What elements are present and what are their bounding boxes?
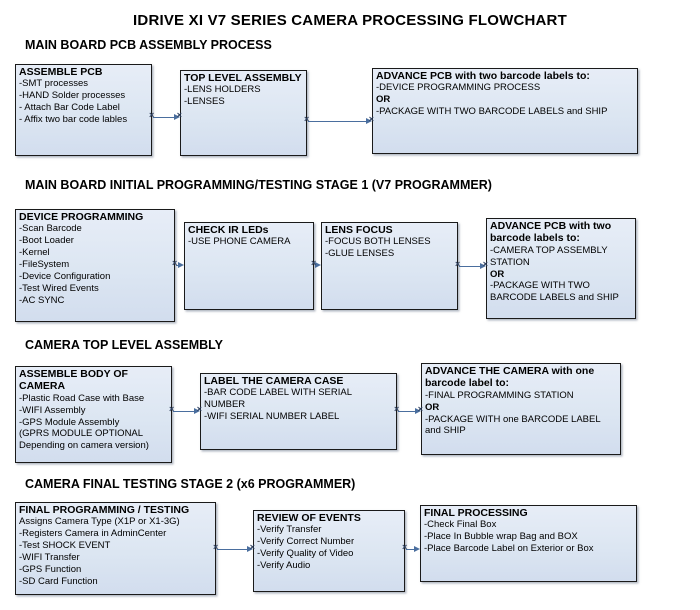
box-line: -Verify Quality of Video [257,548,354,560]
section-heading-pcb-assembly: MAIN BOARD PCB ASSEMBLY PROCESS [25,38,272,52]
connector-arrow [216,545,253,554]
box-lines: -BAR CODE LABEL WITH SERIAL NUMBER-WIFI … [204,387,393,423]
flow-box-review-of-events: REVIEW OF EVENTS -Verify Transfer-Verify… [253,510,405,592]
box-lines: -USE PHONE CAMERA [188,236,310,248]
box-title: FINAL PROGRAMMING / TESTING [19,504,190,516]
box-line: -Scan Barcode [19,223,82,235]
flow-box-final-processing: FINAL PROCESSING -Check Final Box-Place … [420,505,637,582]
box-line: -USE PHONE CAMERA [188,236,291,248]
box-line: -FileSystem [19,259,70,270]
box-line: -FOCUS BOTH LENSES [325,236,431,248]
box-title: ADVANCE PCB with two barcode labels to: [490,220,612,245]
box-title: ASSEMBLE BODY OF CAMERA [19,368,128,393]
box-line: -AC SYNC [19,294,65,306]
box-line: Depending on camera version) [19,440,149,452]
box-line: -Verify Audio [257,560,311,571]
connector-arrow [175,261,184,270]
box-line: -LENS HOLDERS [184,84,261,96]
connector-arrow [172,407,200,416]
box-line: -LENSES [184,96,225,108]
box-title: ASSEMBLE PCB [19,66,103,78]
box-line: -Boot Loader [19,235,74,247]
flow-box-check-ir-leds: CHECK IR LEDs -USE PHONE CAMERA [184,222,314,310]
connector-arrow [307,117,372,126]
box-title: TOP LEVEL ASSEMBLY [184,72,302,84]
box-line: -WIFI Transfer [19,552,80,563]
flowchart-title: IDRIVE XI V7 SERIES CAMERA PROCESSING FL… [133,12,567,29]
box-title: REVIEW OF EVENTS [257,512,361,524]
box-line: (GPRS MODULE OPTIONAL [19,428,144,440]
box-line: -CAMERA TOP ASSEMBLY STATION [490,244,608,268]
flow-box-advance-pcb-stage1: ADVANCE PCB with two barcode labels to: … [486,218,636,319]
flow-box-lens-focus: LENS FOCUS -FOCUS BOTH LENSES-GLUE LENSE… [321,222,458,310]
box-lines: -SMT processes-HAND Solder processes- At… [19,78,148,126]
box-lines: Assigns Camera Type (X1P or X1-3G)-Regis… [19,516,212,587]
box-line: OR [376,94,391,106]
box-line: -Verify Correct Number [257,536,355,548]
box-line: -WIFI Assembly [19,404,86,416]
box-line: -Place Barcode Label on Exterior or Box [424,543,594,555]
flow-box-assemble-body: ASSEMBLE BODY OF CAMERA -Plastic Road Ca… [15,366,172,463]
flow-box-final-programming-testing: FINAL PROGRAMMING / TESTING Assigns Came… [15,502,216,595]
flow-box-top-level-assembly: TOP LEVEL ASSEMBLY -LENS HOLDERS-LENSES [180,70,307,156]
box-title: DEVICE PROGRAMMING [19,211,144,223]
connector-arrow [314,261,321,270]
connector-arrow [405,545,420,554]
box-line: OR [490,268,505,280]
box-lines: -FOCUS BOTH LENSES-GLUE LENSES [325,236,454,260]
section-heading-camera-top-assembly: CAMERA TOP LEVEL ASSEMBLY [25,338,223,352]
box-title: CHECK IR LEDs [188,224,269,236]
connector-arrow [458,262,486,271]
box-line: Assigns Camera Type (X1P or X1-3G) [19,516,180,528]
box-line: - Attach Bar Code Label [19,102,120,114]
box-line: -Verify Transfer [257,524,322,536]
box-line: -Plastic Road Case with Base [19,392,145,404]
box-title: FINAL PROCESSING [424,507,528,519]
box-title: LENS FOCUS [325,224,393,236]
box-line: -GPS Module Assembly [19,416,120,428]
box-lines: -Scan Barcode-Boot Loader-Kernel-FileSys… [19,223,171,306]
box-line: -HAND Solder processes [19,90,126,102]
flow-box-advance-camera: ADVANCE THE CAMERA with one barcode labe… [421,363,621,455]
box-lines: -Verify Transfer-Verify Correct Number-V… [257,524,401,572]
box-line: -GPS Function [19,563,82,575]
flow-box-label-camera-case: LABEL THE CAMERA CASE -BAR CODE LABEL WI… [200,373,397,450]
box-line: -PACKAGE WITH one BARCODE LABEL and SHIP [425,413,601,437]
box-line: -Registers Camera in AdminCenter [19,528,167,540]
flow-box-advance-pcb: ADVANCE PCB with two barcode labels to: … [372,68,638,154]
box-line: -SD Card Function [19,575,98,587]
connector-arrow [397,407,421,416]
box-line: -PACKAGE WITH TWO BARCODE LABELS and SHI… [490,280,619,304]
box-line: -SMT processes [19,78,88,90]
box-lines: -Check Final Box-Place In Bubble wrap Ba… [424,519,633,555]
box-line: -PACKAGE WITH TWO BARCODE LABELS and SHI… [376,106,608,118]
box-line: OR [425,401,440,413]
section-heading-stage1: MAIN BOARD INITIAL PROGRAMMING/TESTING S… [25,178,492,192]
flow-box-device-programming: DEVICE PROGRAMMING -Scan Barcode-Boot Lo… [15,209,175,322]
box-line: -Test Wired Events [19,282,99,294]
box-line: -BAR CODE LABEL WITH SERIAL NUMBER [204,387,352,411]
box-line: -Test SHOCK EVENT [19,540,111,552]
box-line: -Place In Bubble wrap Bag and BOX [424,531,578,543]
box-line: -Kernel [19,247,50,259]
connector-arrow [152,113,180,122]
box-lines: -LENS HOLDERS-LENSES [184,84,303,108]
section-heading-final-testing: CAMERA FINAL TESTING STAGE 2 (x6 PROGRAM… [25,477,356,491]
box-line: -GLUE LENSES [325,248,395,260]
box-title: ADVANCE PCB with two barcode labels to: [376,70,590,82]
box-title: ADVANCE THE CAMERA with one barcode labe… [425,365,595,390]
box-line: -Check Final Box [424,519,497,531]
box-line: - Affix two bar code lables [19,114,128,125]
box-line: -FINAL PROGRAMMING STATION [425,389,574,401]
box-line: -Device Configuration [19,270,111,282]
box-line: -DEVICE PROGRAMMING PROCESS [376,82,541,94]
flow-box-assemble-pcb: ASSEMBLE PCB -SMT processes-HAND Solder … [15,64,152,156]
box-line: -WIFI SERIAL NUMBER LABEL [204,411,340,423]
box-lines: -Plastic Road Case with Base-WIFI Assemb… [19,393,168,452]
box-title: LABEL THE CAMERA CASE [204,375,344,387]
